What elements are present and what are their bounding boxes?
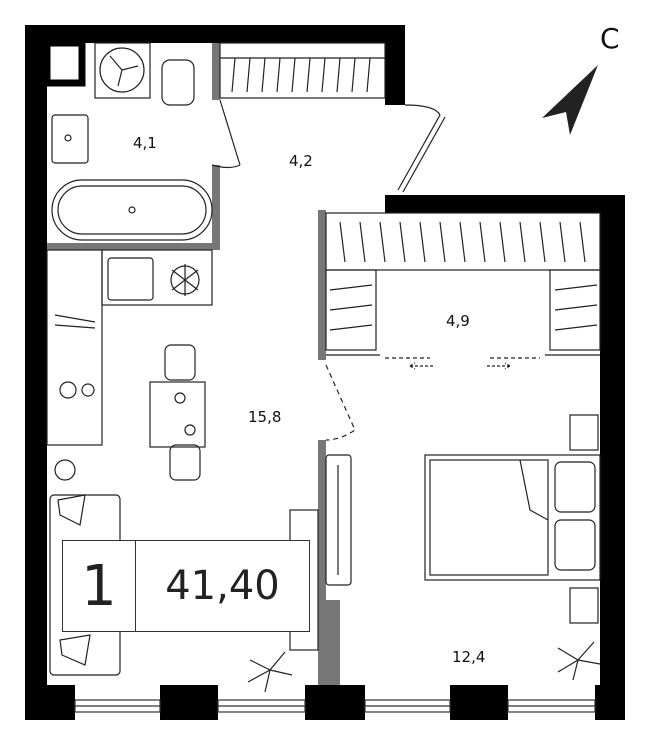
windows <box>74 699 596 713</box>
north-arrow-icon <box>542 65 598 135</box>
doors <box>211 99 446 441</box>
column <box>318 600 340 685</box>
total-area: 41,40 <box>165 563 280 609</box>
walk-in-wardrobe <box>325 212 601 370</box>
room-count: 1 <box>63 541 136 631</box>
bed <box>424 414 601 624</box>
bathroom-fixtures <box>51 42 213 241</box>
room-area-kitchen-living: 15,8 <box>248 408 282 426</box>
exterior-walls <box>25 25 625 720</box>
room-area-bedroom: 12,4 <box>452 648 486 666</box>
apartment-summary-badge: 1 41,40 <box>62 540 310 632</box>
plant-icon <box>247 641 601 693</box>
room-area-hallway: 4,2 <box>289 152 313 170</box>
hallway-wardrobe <box>219 42 386 99</box>
partitions <box>47 43 326 600</box>
room-area-wardrobe: 4,9 <box>446 312 470 330</box>
compass-north-letter: С <box>600 22 620 55</box>
room-area-bathroom: 4,1 <box>133 134 157 152</box>
kitchen-fixtures <box>46 249 213 481</box>
